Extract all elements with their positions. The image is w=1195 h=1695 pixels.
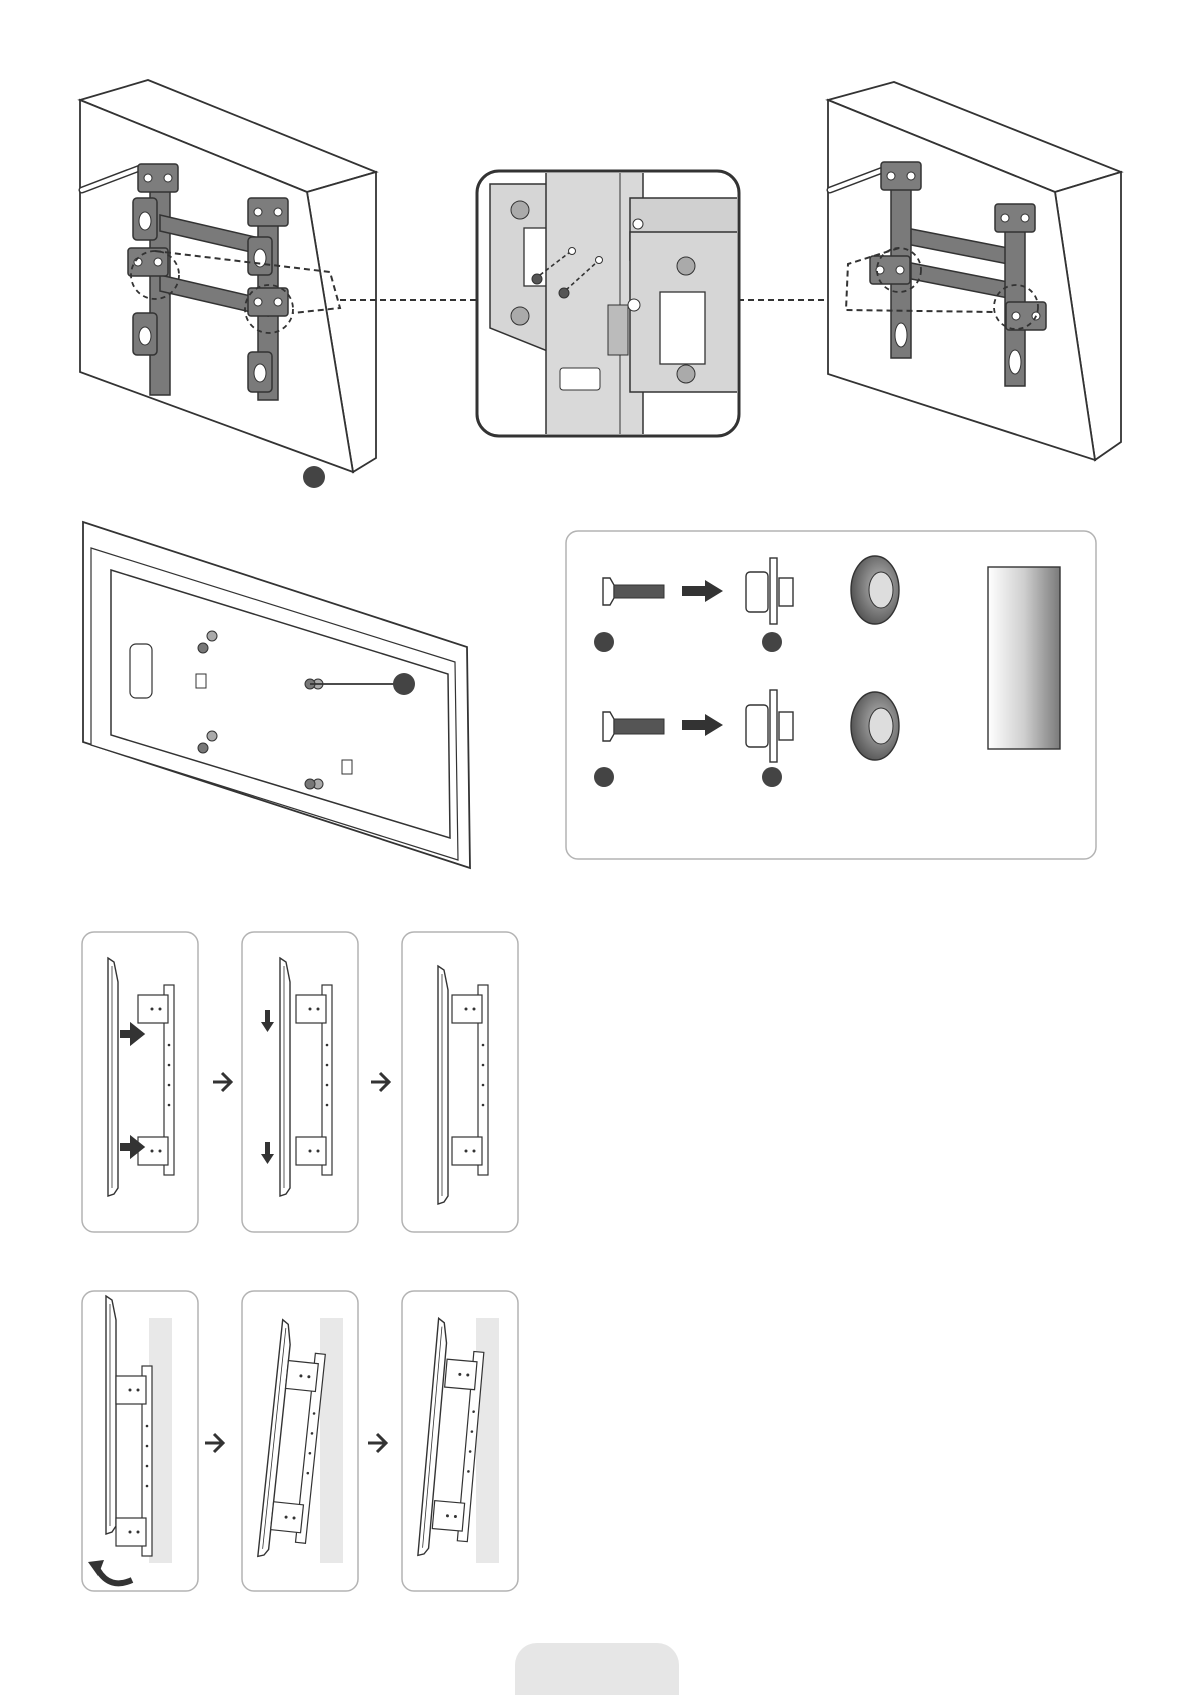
parts-panel: [566, 531, 1096, 859]
arrow-right-icon: [205, 1434, 223, 1452]
ring-washer-icon: [851, 556, 899, 624]
hang-sequence: [82, 932, 518, 1232]
step-marker: [762, 632, 782, 652]
step-marker: [303, 466, 325, 488]
tilt-sequence: [82, 1291, 518, 1591]
bracket-detail-zoom: [477, 168, 750, 438]
arrow-right-icon: [371, 1073, 389, 1091]
step-marker: [762, 767, 782, 787]
step-panel: [402, 932, 518, 1232]
step-panel: [242, 932, 358, 1232]
gradient-bar: [988, 567, 1060, 749]
step-marker: [594, 767, 614, 787]
step-marker: [594, 632, 614, 652]
arrow-right-icon: [213, 1073, 231, 1091]
page-tab: [515, 1643, 679, 1695]
step-marker: [393, 673, 415, 695]
wall-bracket-left-illustration: [80, 80, 376, 488]
step-panel: [82, 932, 198, 1232]
wall-bracket-right-illustration: [828, 82, 1121, 460]
tv-back-illustration: [83, 522, 470, 868]
ring-washer-icon: [851, 692, 899, 760]
arrow-right-icon: [368, 1434, 386, 1452]
